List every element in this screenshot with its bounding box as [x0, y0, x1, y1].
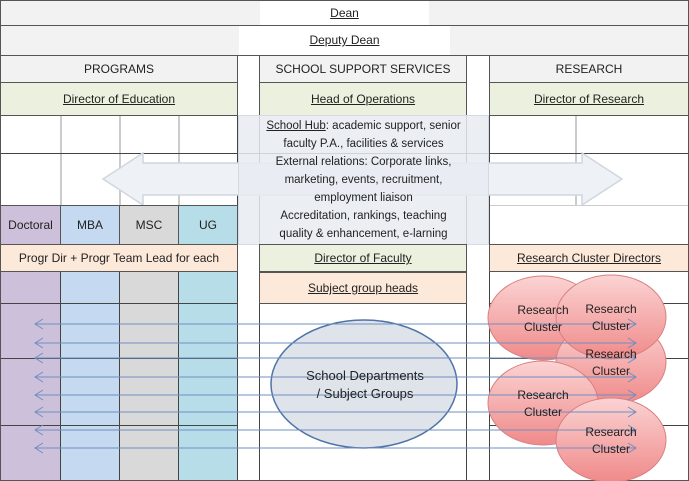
director-of-faculty: Director of Faculty	[259, 244, 467, 272]
research-cluster-ellipse	[555, 397, 667, 481]
research-header: RESEARCH	[489, 55, 689, 83]
double-headed-arrow	[34, 318, 637, 330]
research-cluster-label: Research	[585, 425, 636, 439]
double-headed-arrow	[34, 406, 637, 418]
deputy-dean-row: Deputy Dean	[0, 25, 689, 56]
school-hub-description: : academic support, senior faculty P.A.,…	[283, 120, 461, 150]
research-cluster-label: Research	[517, 303, 568, 317]
row-divider	[0, 425, 237, 426]
research-cluster-label: Cluster	[524, 405, 562, 419]
dean-row: Dean	[0, 0, 689, 26]
row-divider	[489, 205, 689, 206]
row-divider	[0, 303, 237, 304]
research-cluster-label: Cluster	[524, 320, 562, 334]
deputy-dean-box: Deputy Dean	[239, 26, 450, 55]
research-cluster-directors: Research Cluster Directors	[489, 244, 689, 272]
double-headed-arrow	[34, 352, 637, 364]
director-of-research: Director of Research	[489, 82, 689, 116]
departments-label: School Departments / Subject Groups	[306, 368, 424, 401]
accreditation-text: Accreditation, rankings, teaching qualit…	[279, 210, 448, 240]
double-headed-arrow	[34, 389, 637, 401]
research-cluster-label: Cluster	[592, 442, 630, 456]
research-cluster-label: Research	[585, 347, 636, 361]
double-headed-arrow	[34, 337, 637, 349]
subject-group-heads: Subject group heads	[259, 272, 467, 304]
research-cluster-ellipse	[555, 274, 667, 360]
school-hub-link: School Hub	[266, 120, 326, 132]
dean-box: Dean	[260, 1, 429, 25]
level-mba: MBA	[60, 205, 120, 245]
program-leads: Progr Dir + Progr Team Lead for each	[0, 244, 238, 272]
external-relations-text: External relations: Corporate links, mar…	[275, 155, 452, 204]
director-of-education: Director of Education	[0, 82, 238, 116]
level-doctoral: Doctoral	[0, 205, 61, 245]
research-cluster-label: Research	[585, 302, 636, 316]
level-msc: MSC	[119, 205, 179, 245]
double-headed-arrow	[34, 442, 637, 454]
double-headed-arrow	[34, 424, 637, 436]
double-headed-arrow	[34, 371, 637, 383]
school-hub-text: School Hub: academic support, senior fac…	[240, 116, 487, 154]
research-cluster-label: Research	[517, 388, 568, 402]
research-cluster-label: Cluster	[592, 319, 630, 333]
research-cluster-label: Cluster	[592, 364, 630, 378]
programs-header: PROGRAMS	[0, 55, 238, 83]
